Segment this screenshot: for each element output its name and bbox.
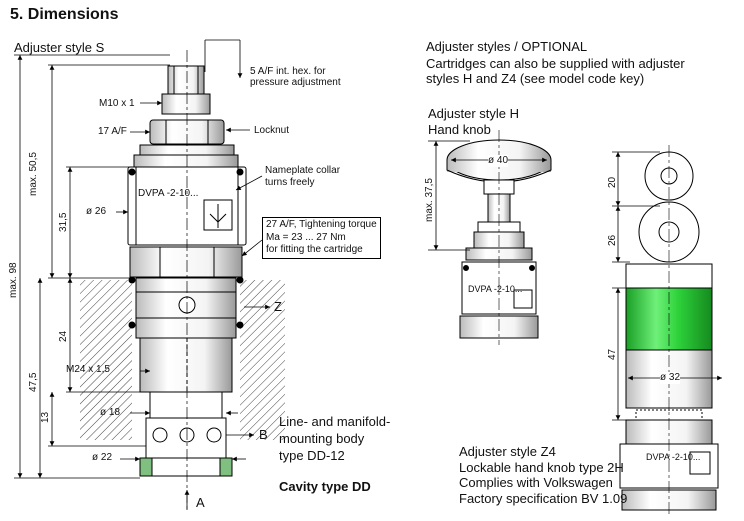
dim-26: 26	[607, 234, 618, 246]
dim-47: 47	[607, 348, 618, 360]
dim-13: 13	[40, 411, 51, 423]
thread-top-label: M10 x 1	[99, 98, 135, 109]
port-b-label: B	[259, 427, 268, 442]
model-text-z4: DVPA -2-10...	[646, 452, 701, 462]
optional-line2: styles H and Z4 (see model code key)	[426, 71, 645, 86]
nameplate-line1: Nameplate collar	[265, 165, 341, 176]
hex-note-line2: pressure adjustment	[250, 77, 341, 88]
dia22-label: ø 22	[92, 452, 113, 463]
torque-note-box: 27 A/F, Tightening torque Ma = 23 ... 27…	[262, 217, 381, 259]
z4-line4: Factory specification BV 1.09	[459, 491, 628, 506]
optional-line1: Cartridges can also be supplied with adj…	[426, 56, 685, 71]
dim-31-5: 31,5	[58, 212, 69, 232]
dim-20: 20	[607, 176, 618, 188]
style-h-line2: Hand knob	[428, 122, 491, 137]
nameplate-line2: turns freely	[265, 177, 315, 188]
hex-note-line1: 5 A/F int. hex. for	[250, 66, 326, 77]
z4-line2: Lockable hand knob type 2H	[459, 460, 624, 475]
style-h-line1: Adjuster style H	[428, 106, 520, 121]
left-dimensions	[14, 39, 270, 510]
dim-max50-5: max. 50,5	[28, 152, 39, 196]
dim-24: 24	[58, 330, 69, 342]
adjuster-style-s-label: Adjuster style S	[14, 40, 105, 55]
torque-line2: Ma = 23 ... 27 Nm	[266, 231, 346, 243]
z4-line1: Adjuster style Z4	[459, 444, 556, 459]
dim-max37-5: max. 37,5	[424, 178, 435, 222]
body-line1: Line- and manifold-	[279, 414, 391, 429]
cavity-type-label: Cavity type DD	[279, 479, 371, 494]
port-z-label: Z	[274, 299, 282, 314]
style-h-dimensions	[428, 140, 547, 251]
cartridge-style-h	[446, 130, 552, 345]
dim-47-5: 47,5	[28, 372, 39, 392]
torque-line3: for fitting the cartridge	[266, 244, 363, 255]
dim-max98: max. 98	[8, 262, 19, 298]
af17-label: 17 A/F	[98, 126, 127, 137]
dia26-label: ø 26	[86, 206, 107, 217]
section-title: 5. Dimensions	[10, 6, 119, 23]
model-text-s: DVPA -2-10...	[138, 188, 199, 199]
dia32-label: ø 32	[660, 372, 681, 384]
cartridge-style-z4	[619, 145, 719, 515]
optional-title: Adjuster styles / OPTIONAL	[426, 39, 588, 54]
cartridge-style-s	[80, 50, 285, 510]
port-a-label: A	[196, 495, 205, 510]
model-text-h: DVPA -2-10...	[468, 284, 523, 294]
locknut-label: Locknut	[254, 125, 290, 136]
dia18-label: ø 18	[100, 407, 121, 418]
z4-line3: Complies with Volkswagen	[459, 475, 613, 490]
body-line3: type DD-12	[279, 448, 345, 463]
thread-m24-label: M24 x 1,5	[66, 364, 110, 375]
body-line2: mounting body	[279, 431, 365, 446]
torque-line1: 27 A/F, Tightening torque	[266, 219, 377, 230]
dia40-label: ø 40	[488, 155, 509, 167]
